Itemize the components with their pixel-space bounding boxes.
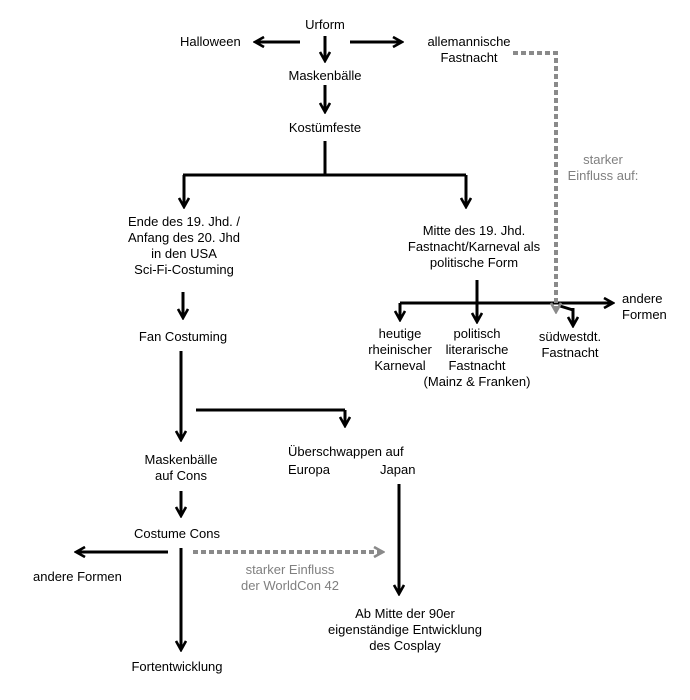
- node-einfluss-right-line: starker: [583, 152, 623, 167]
- node-europa-line: Europa: [288, 462, 330, 477]
- node-maskenballe-line: Maskenbälle: [288, 68, 362, 83]
- node-sudwestdt-line: Fastnacht: [541, 345, 599, 360]
- node-politisch-line: politisch: [453, 326, 501, 341]
- node-ab-mitte-line: des Cosplay: [369, 638, 441, 653]
- node-costume-cons-line: Costume Cons: [134, 526, 220, 541]
- node-usa-line: Anfang des 20. Jhd: [127, 230, 241, 245]
- node-ab-mitte-line: eigenständige Entwicklung: [328, 622, 482, 637]
- node-fortentwicklung-line: Fortentwicklung: [131, 659, 223, 674]
- node-urform-line: Urform: [305, 17, 345, 32]
- node-halloween: Halloween: [180, 34, 241, 50]
- node-sudwestdt: südwestdt.Fastnacht: [520, 329, 620, 361]
- node-uberschwappen: Überschwappen auf: [288, 444, 404, 460]
- node-usa-line: Ende des 19. Jhd. /: [127, 214, 241, 229]
- node-sudwestdt-line: südwestdt.: [538, 329, 602, 344]
- node-kostumfeste: Kostümfeste: [275, 120, 375, 136]
- node-maskenballe-cons-line: Maskenbälle: [144, 452, 218, 467]
- node-rheinischer-line: rheinischer: [368, 342, 432, 357]
- node-allemannische-line: Fastnacht: [440, 50, 498, 65]
- node-fortentwicklung: Fortentwicklung: [112, 659, 242, 675]
- node-uberschwappen-line: Überschwappen auf: [288, 444, 404, 459]
- influence-arrow-allemannische: [513, 51, 556, 312]
- node-andere-formen-left: andere Formen: [33, 569, 122, 585]
- node-mitte19: Mitte des 19. Jhd.Fastnacht/Karneval als…: [384, 223, 564, 271]
- node-japan-line: Japan: [380, 462, 416, 477]
- node-politisch-line: literarische: [445, 342, 509, 357]
- line-to-sudwestdt: [559, 304, 574, 312]
- node-maskenballe: Maskenbälle: [275, 68, 375, 84]
- node-einfluss-right-line: Einfluss auf:: [567, 168, 639, 183]
- node-usa-line: Sci-Fi-Costuming: [134, 262, 234, 277]
- node-japan: Japan: [380, 462, 415, 478]
- node-politisch-line: (Mainz & Franken): [423, 374, 531, 389]
- node-costume-cons: Costume Cons: [117, 526, 237, 542]
- node-allemannische-line: allemannische: [427, 34, 511, 49]
- node-fan-costuming-line: Fan Costuming: [138, 329, 228, 344]
- node-maskenballe-cons-line: auf Cons: [154, 468, 208, 483]
- node-urform: Urform: [295, 17, 355, 33]
- node-andere-formen-left-line: andere Formen: [33, 569, 122, 584]
- node-andere-formen-right-line: Formen: [622, 307, 667, 322]
- node-andere-formen-right-line: andere: [622, 291, 663, 306]
- node-kostumfeste-line: Kostümfeste: [288, 120, 362, 135]
- node-usa-line: in den USA: [151, 246, 217, 261]
- node-europa: Europa: [288, 462, 330, 478]
- node-halloween-line: Halloween: [180, 34, 241, 49]
- node-einfluss-worldcon-line: starker Einfluss: [245, 562, 335, 577]
- node-rheinischer-line: Karneval: [374, 358, 426, 373]
- node-mitte19-line: Mitte des 19. Jhd.: [422, 223, 526, 238]
- node-fan-costuming: Fan Costuming: [118, 329, 248, 345]
- node-mitte19-line: Fastnacht/Karneval als: [407, 239, 541, 254]
- node-ab-mitte-line: Ab Mitte der 90er: [355, 606, 455, 621]
- node-rheinischer-line: heutige: [378, 326, 422, 341]
- node-einfluss-worldcon-line: der WorldCon 42: [240, 578, 340, 593]
- node-politisch-line: Fastnacht: [448, 358, 506, 373]
- node-mitte19-line: politische Form: [429, 255, 519, 270]
